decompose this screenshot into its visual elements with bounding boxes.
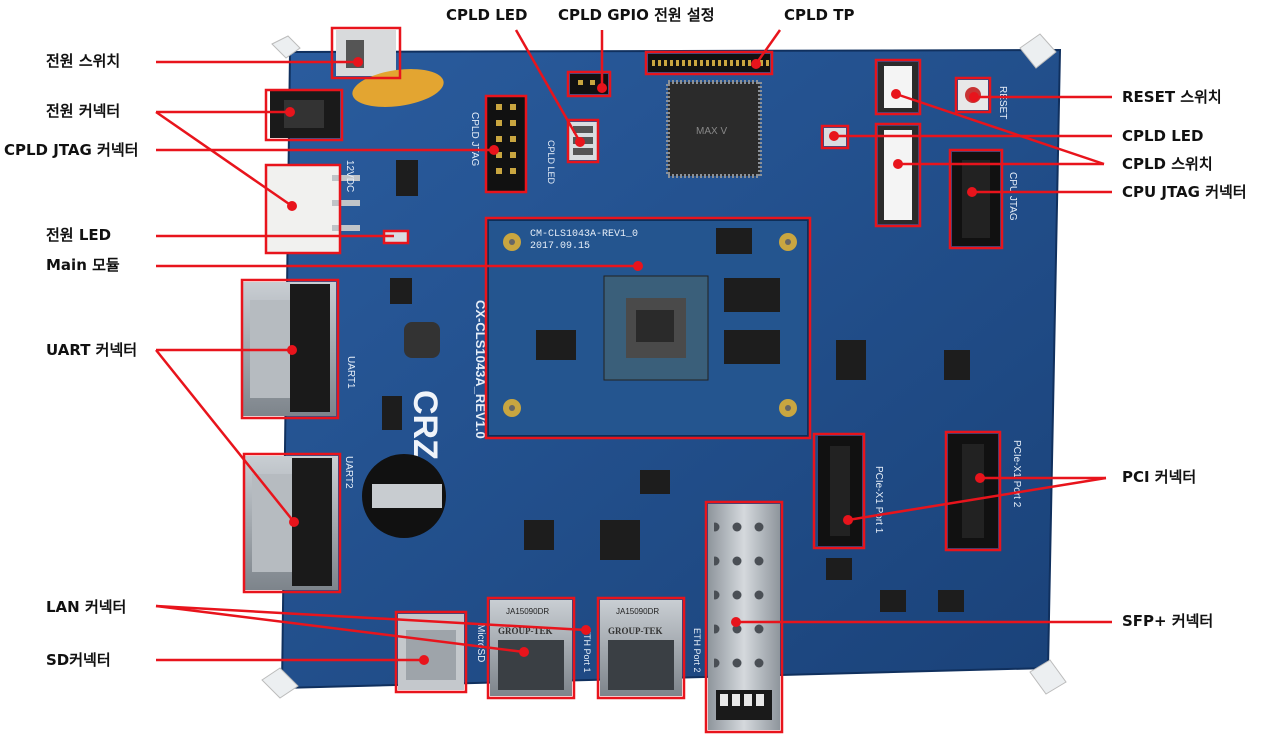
coin-cell-part — [362, 454, 446, 538]
standoff-top-right — [1019, 33, 1057, 69]
tp-pin — [664, 60, 667, 66]
label-lan: LAN 커넥터 — [46, 598, 127, 616]
silk-micro-sd: MicroSD — [475, 624, 486, 662]
silk-eth1: ETH Port 1 — [582, 628, 592, 673]
label-pci: PCI 커넥터 — [1122, 468, 1197, 486]
label-sd: SD커넥터 — [46, 651, 111, 669]
silk-cpld-jtag: CPLD JTAG — [469, 112, 480, 166]
label-cpld-gpio: CPLD GPIO 전원 설정 — [558, 6, 715, 24]
label-sfp: SFP+ 커넥터 — [1122, 612, 1214, 630]
lan-jack-2-part: JA15090DR GROUP-TEK — [600, 600, 682, 696]
tp-pin — [760, 60, 763, 66]
tp-pin — [700, 60, 703, 66]
silk-uart2: UART2 — [343, 456, 354, 489]
standoff-bottom-left — [261, 667, 299, 699]
pcie-slot-1-part — [818, 436, 862, 546]
label-cpld-jtag: CPLD JTAG 커넥터 — [4, 141, 139, 159]
silk-pcie1: PCIe-X1 Port 1 — [873, 466, 884, 534]
callout-dots — [285, 57, 985, 665]
silk-lan-brand-1: GROUP-TEK — [498, 626, 553, 636]
tp-pin — [736, 60, 739, 66]
tp-pin — [712, 60, 715, 66]
silk-lan-brand-2: GROUP-TEK — [608, 626, 663, 636]
label-power-connector: 전원 커넥터 — [46, 102, 121, 120]
tp-pin — [766, 60, 769, 66]
silk-module-side: CX-CLS1043A_REV1.0 — [473, 300, 488, 439]
silk-chip-brand: MAX V — [696, 126, 727, 137]
tp-pin — [724, 60, 727, 66]
label-cpu-jtag: CPU JTAG 커넥터 — [1122, 183, 1247, 201]
silk-12vdc: 12VDC — [344, 160, 355, 192]
cpld-dip-switch-small — [878, 62, 918, 112]
silk-pcie2: PCIe-X1 Port 2 — [1011, 440, 1022, 508]
cpu-jtag-header — [952, 152, 1000, 246]
tp-pin — [730, 60, 733, 66]
silk-lan-code-1: JA15090DR — [506, 607, 549, 616]
power-led-part — [384, 231, 408, 243]
tp-pin — [706, 60, 709, 66]
silk-cpld-led: CPLD LED — [546, 140, 556, 185]
tp-pin — [688, 60, 691, 66]
misc-ics — [382, 160, 970, 612]
label-cpld-led-top: CPLD LED — [446, 6, 528, 24]
cpld-dip-switch-large — [878, 126, 918, 224]
tp-pin — [682, 60, 685, 66]
silk-module-line2: 2017.09.15 — [530, 241, 590, 252]
label-cpld-switch: CPLD 스위치 — [1122, 155, 1213, 173]
cpld-tp-header — [648, 54, 770, 72]
lan-jack-1-part: JA15090DR GROUP-TEK — [490, 600, 572, 696]
silk-reset: RESET — [997, 86, 1008, 119]
tp-pin — [652, 60, 655, 66]
tp-pin — [742, 60, 745, 66]
silk-module-line1: CM-CLS1043A-REV1_0 — [530, 229, 638, 240]
sfp-cage-part — [708, 504, 780, 730]
label-reset: RESET 스위치 — [1122, 88, 1222, 106]
tp-pin — [718, 60, 721, 66]
silk-lan-code-2: JA15090DR — [616, 607, 659, 616]
tp-pin — [694, 60, 697, 66]
tp-pin — [748, 60, 751, 66]
inductor-part — [404, 322, 440, 358]
label-power-switch: 전원 스위치 — [46, 52, 121, 70]
silk-cpu-jtag: CPU JTAG — [1007, 172, 1018, 221]
sd-slot-part — [398, 614, 464, 690]
cpld-chip: MAX V — [666, 80, 762, 178]
label-power-led: 전원 LED — [46, 226, 112, 244]
callout-lines — [155, 29, 1112, 662]
power-jack-part — [270, 90, 340, 138]
label-main-module: Main 모듈 — [46, 256, 120, 274]
tp-pin — [670, 60, 673, 66]
main-module-part: CM-CLS1043A-REV1_0 2017.09.15 — [487, 219, 809, 437]
silk-eth2: ETH Port 2 — [692, 628, 702, 673]
standoff-bottom-right — [1029, 659, 1067, 695]
silk-uart1: UART1 — [345, 356, 356, 389]
pcie-slot-2-part — [948, 434, 998, 548]
label-uart: UART 커넥터 — [46, 341, 138, 359]
cpld-jtag-header — [486, 95, 526, 191]
standoff-top-left — [271, 35, 301, 59]
label-cpld-led-right: CPLD LED — [1122, 127, 1204, 145]
tp-pin — [658, 60, 661, 66]
silk-brand: CRZ — [406, 390, 444, 460]
label-cpld-tp: CPLD TP — [784, 6, 855, 24]
power-4pin-part — [265, 164, 360, 254]
tp-pin — [676, 60, 679, 66]
